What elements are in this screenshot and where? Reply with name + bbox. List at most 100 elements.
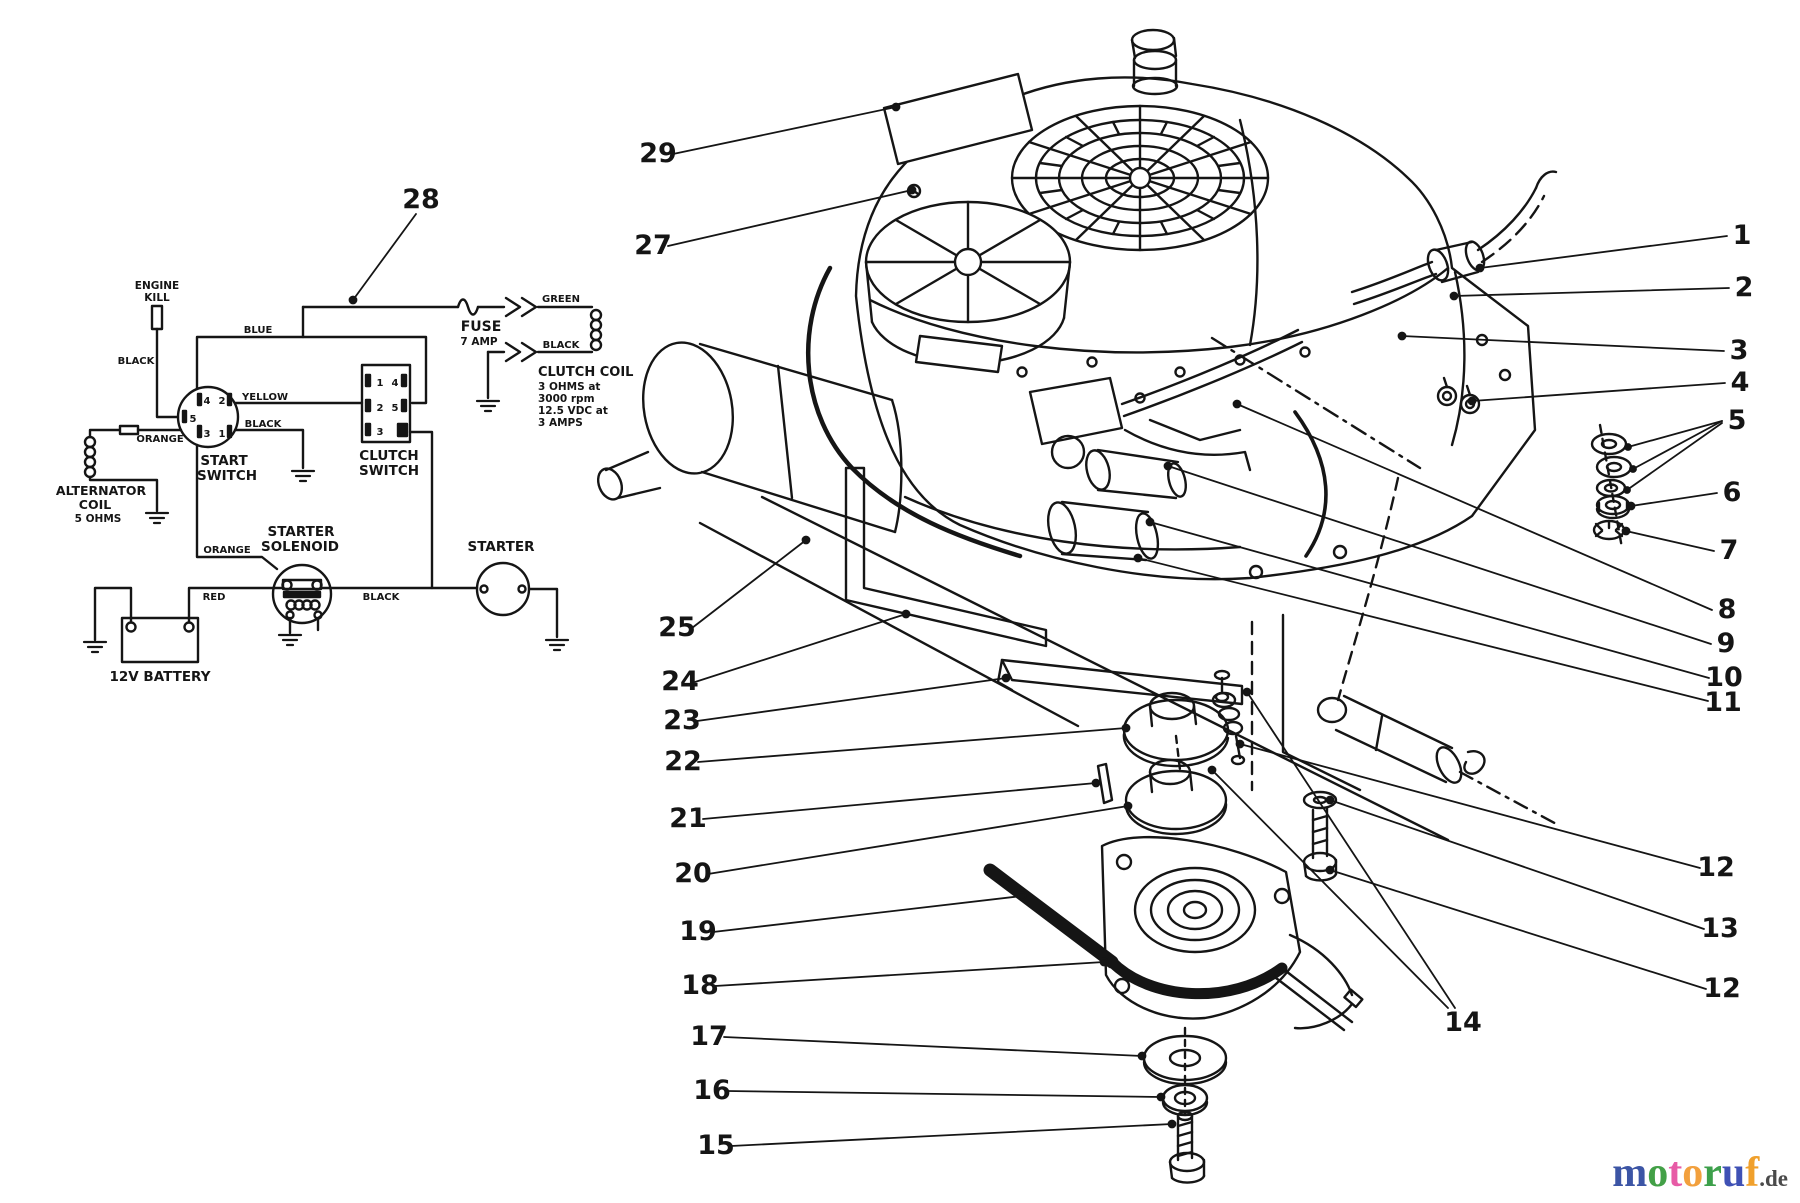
clutch-switch-pin4: 4: [392, 378, 399, 389]
watermark-suffix: .de: [1759, 1166, 1788, 1191]
clutch-switch-pin1: 1: [377, 378, 384, 389]
callout-25: 25: [658, 612, 696, 643]
start-switch-pin1: 1: [219, 429, 226, 440]
watermark-logo: motoruf.de: [1612, 1150, 1788, 1196]
fuel-filter: [1350, 170, 1558, 306]
clutch-switch-pin3: 3: [377, 427, 384, 438]
callout-leaders: [348, 102, 1730, 1147]
callout-6: 6: [1723, 477, 1742, 508]
id-plate: [882, 72, 1034, 166]
battery-label: 12V BATTERY: [109, 669, 210, 685]
callout-12b: 12: [1703, 973, 1741, 1004]
starter-motor: [1046, 448, 1187, 562]
drive-belt: [983, 863, 1354, 1032]
air-cleaner: [864, 200, 1072, 374]
mount-bracket: [844, 466, 1048, 648]
wire-green-label: GREEN: [542, 294, 580, 305]
start-switch-pin5: 5: [190, 414, 197, 425]
watermark-letter: f: [1745, 1150, 1760, 1196]
callout-17: 17: [690, 1021, 728, 1052]
clutch-assembly: [1100, 835, 1364, 1030]
callout-22: 22: [664, 746, 702, 777]
clutch-switch-label: CLUTCH: [359, 448, 418, 464]
wire-yellow-label: YELLOW: [241, 392, 288, 403]
callout-14: 14: [1444, 1007, 1482, 1038]
callout-numbers: 29 28 27 25 24 23 22 21 20 19 18 17 16 1…: [402, 138, 1753, 1161]
start-switch-label2: SWITCH: [197, 468, 257, 484]
clutch-coil-label: CLUTCH COIL: [538, 365, 633, 380]
clutch-coil-spec4: 3 AMPS: [538, 417, 583, 429]
wire-orange-alt-label: ORANGE: [136, 434, 184, 445]
engine-kill-label2: KILL: [144, 292, 170, 304]
clutch-switch-pin2: 2: [377, 403, 384, 414]
start-switch-pin4: 4: [204, 396, 211, 407]
callout-23: 23: [663, 705, 701, 736]
wire-black-coil-label: BLACK: [543, 340, 581, 351]
guard-plate: [1210, 336, 1422, 792]
engine-illustration: [596, 28, 1633, 1184]
callout-20: 20: [674, 858, 712, 889]
fan-grille: [1010, 104, 1270, 252]
wire-black-kill-label: BLACK: [118, 356, 156, 367]
callout-1: 1: [1733, 220, 1752, 251]
wire-blue-label: BLUE: [244, 325, 273, 336]
mount-bolt: [1302, 790, 1338, 882]
svg-text:motoruf.de: motoruf.de: [1612, 1150, 1788, 1196]
callout-9: 9: [1717, 628, 1736, 659]
hose-clamps: [1436, 376, 1481, 415]
callout-7: 7: [1720, 535, 1739, 566]
wiring-labels: ENGINE KILL BLUE BLACK YELLOW BLACK ORAN…: [56, 280, 634, 685]
callout-13: 13: [1701, 913, 1739, 944]
watermark-letter: u: [1722, 1150, 1745, 1196]
callout-28: 28: [402, 184, 440, 215]
clutch-coil-spec1: 3 OHMS at: [538, 381, 600, 393]
callout-24: 24: [661, 666, 699, 697]
callout-29: 29: [639, 138, 677, 169]
alternator-label3: 5 OHMS: [75, 513, 122, 525]
clutch-hardware-stack: [1142, 1026, 1228, 1184]
wire-orange-sol-label: ORANGE: [203, 545, 251, 556]
clutch-coil-spec3: 12.5 VDC at: [538, 405, 608, 417]
wire-black-starter-label: BLACK: [363, 592, 401, 603]
engine-body: [854, 76, 1537, 581]
callout-21: 21: [669, 803, 707, 834]
callout-5: 5: [1728, 405, 1747, 436]
jackshaft-tube: [1316, 694, 1562, 828]
solenoid-label: STARTER: [268, 524, 336, 540]
watermark-letter: m: [1612, 1150, 1647, 1196]
shaft-key: [1096, 762, 1114, 805]
starter-label: STARTER: [468, 539, 536, 555]
clutch-coil-spec2: 3000 rpm: [538, 393, 595, 405]
solenoid-label2: SOLENOID: [261, 539, 339, 555]
alternator-label2: COIL: [79, 497, 111, 512]
carburetor-detail: [806, 265, 1328, 559]
alternator-label: ALTERNATOR: [56, 483, 147, 498]
start-switch-label: START: [200, 453, 248, 469]
watermark-letter: o: [1682, 1150, 1703, 1196]
clutch-switch-pin5: 5: [392, 403, 399, 414]
watermark-letter: r: [1703, 1150, 1722, 1196]
start-switch-pin3: 3: [204, 429, 211, 440]
callout-16: 16: [693, 1075, 731, 1106]
fuel-cap: [1130, 28, 1179, 96]
callout-19: 19: [679, 916, 717, 947]
muffler: [596, 341, 903, 534]
wiring-diagram: [82, 296, 603, 664]
wire-red-label: RED: [203, 592, 226, 603]
callout-12a: 12: [1697, 852, 1735, 883]
fuse-label: FUSE: [461, 319, 502, 335]
pulley-bracket-arm: [996, 658, 1244, 706]
callout-15: 15: [697, 1130, 735, 1161]
start-switch-pin2: 2: [219, 396, 226, 407]
callout-11: 11: [1704, 687, 1742, 718]
callout-2: 2: [1735, 272, 1754, 303]
wire-black-switch-label: BLACK: [245, 419, 283, 430]
callout-3: 3: [1730, 335, 1749, 366]
callout-27: 27: [634, 230, 672, 261]
deck-rails: [698, 495, 1450, 842]
callout-8: 8: [1718, 594, 1737, 625]
clutch-switch-label2: SWITCH: [359, 463, 419, 479]
watermark-letter: t: [1668, 1150, 1682, 1196]
